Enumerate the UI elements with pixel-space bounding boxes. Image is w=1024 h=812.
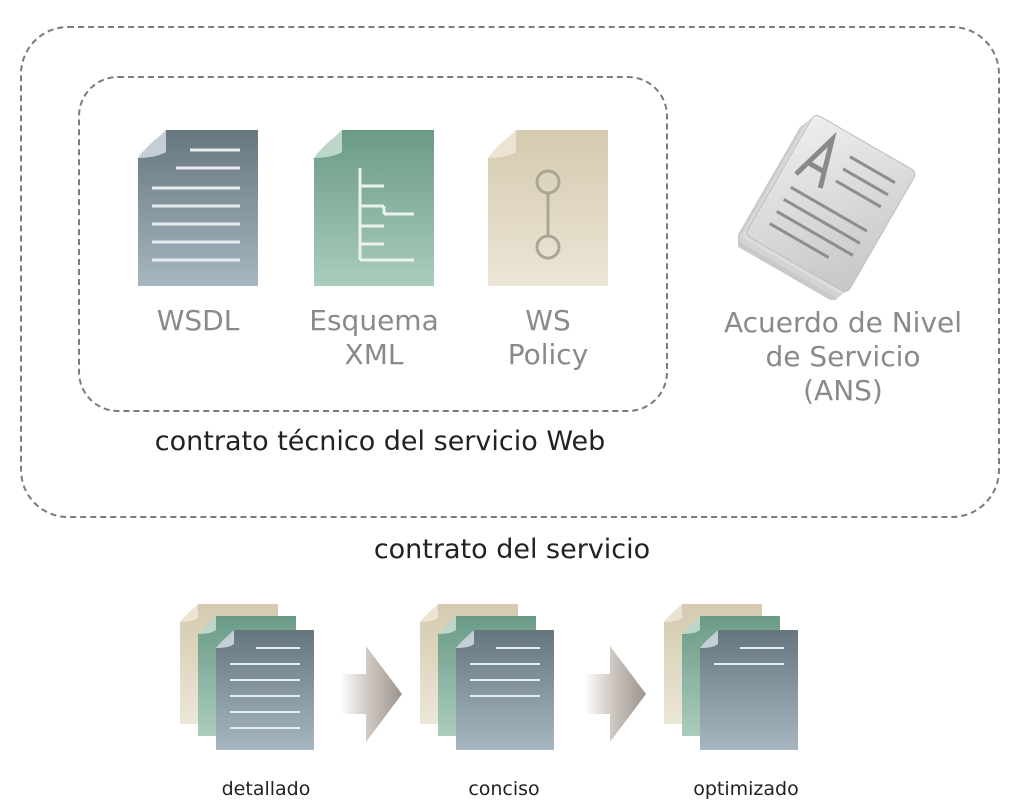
sla-paper-stack-icon (738, 115, 916, 300)
technical-contract-caption: contrato técnico del servicio Web (154, 426, 606, 457)
sla-label: Acuerdo de Nivel de Servicio (ANS) (723, 306, 963, 407)
xml-schema-document-icon (314, 130, 434, 286)
right-arrow-icon (584, 646, 646, 742)
document-stack-icon (664, 604, 798, 750)
progression-label-detallado: detallado (221, 778, 311, 800)
document-stack-icon (420, 604, 554, 750)
progression-label-optimizado: optimizado (693, 778, 799, 800)
ws-policy-document-icon (488, 130, 608, 286)
document-stack-icon (180, 604, 314, 750)
progression-label-conciso: conciso (468, 778, 540, 800)
service-contract-caption: contrato del servicio (373, 534, 651, 565)
xml-schema-label: Esquema XML (309, 304, 439, 371)
service-contract-frame (20, 26, 1000, 518)
wsdl-label: WSDL (156, 304, 240, 337)
technical-contract-frame (78, 76, 668, 412)
wsdl-document-icon (138, 130, 258, 286)
ws-policy-label: WS Policy (507, 304, 589, 371)
right-arrow-icon (340, 646, 402, 742)
